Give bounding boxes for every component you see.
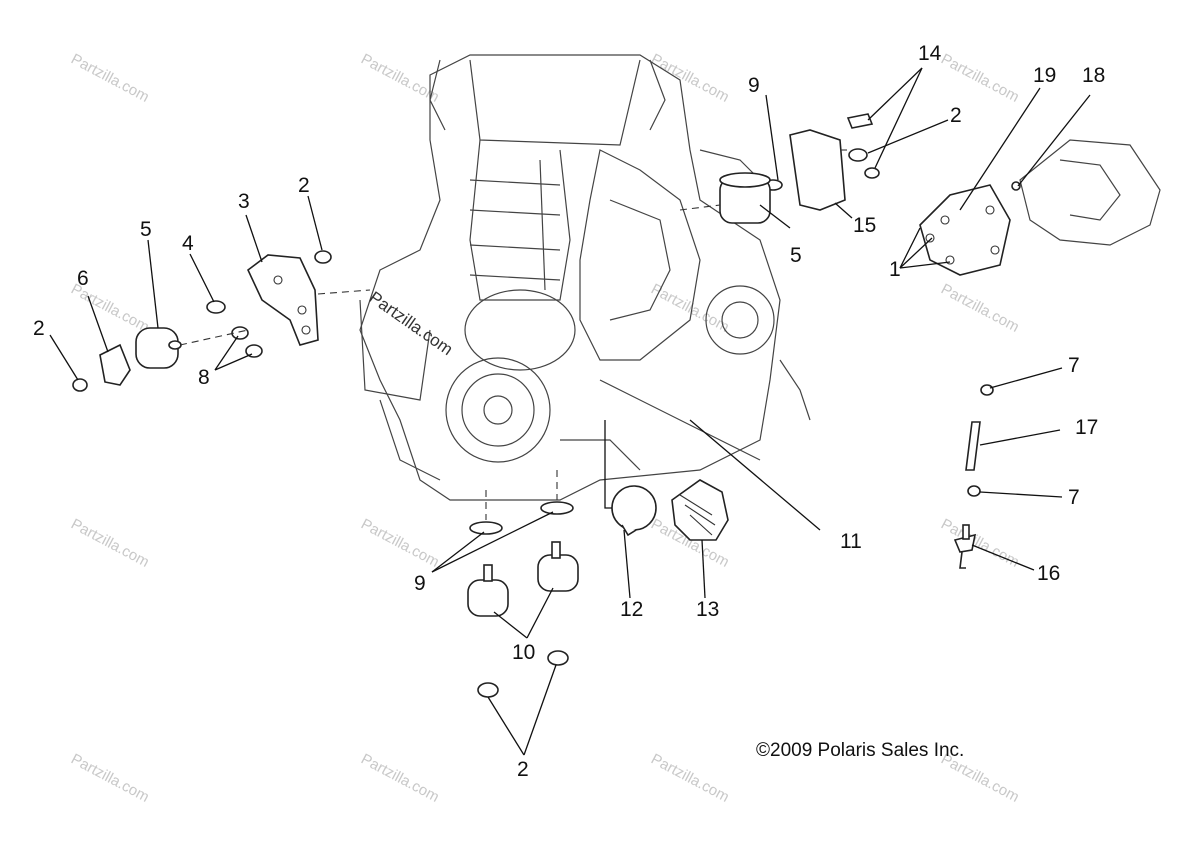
watermark-center: Partzilla.com <box>366 288 457 359</box>
callout-18: 18 <box>1082 64 1105 87</box>
callout-7-top: 7 <box>1068 354 1080 377</box>
callout-4: 4 <box>182 232 194 255</box>
callout-15: 15 <box>853 214 876 237</box>
bottom-mount-assembly <box>467 470 579 698</box>
watermark: Partzilla.com <box>938 51 1022 106</box>
washer-4 <box>206 300 226 314</box>
callout-7-bottom: 7 <box>1068 486 1080 509</box>
right-bracket-assembly <box>679 113 880 224</box>
nut-2-left <box>72 378 88 392</box>
engine-block: Partzilla.com <box>359 54 811 501</box>
intake-boot-assembly <box>611 479 729 541</box>
watermark: Partzilla.com <box>358 751 442 806</box>
bolt-8-b <box>245 344 263 358</box>
bolt-8-a <box>231 326 249 340</box>
callout-2-left-top: 2 <box>298 174 310 197</box>
watermark: Partzilla.com <box>938 516 1022 571</box>
callout-14: 14 <box>918 42 942 65</box>
watermark: Partzilla.com <box>68 51 152 106</box>
callout-1: 1 <box>889 258 901 281</box>
callout-10: 10 <box>512 641 535 664</box>
callout-2-left: 2 <box>33 317 45 340</box>
left-bracket-assembly <box>72 250 371 392</box>
watermark: Partzilla.com <box>648 51 732 106</box>
mount-plate-19 <box>919 184 1011 276</box>
watermark: Partzilla.com <box>68 751 152 806</box>
watermark: Partzilla.com <box>358 51 442 106</box>
callout-11: 11 <box>840 530 862 553</box>
nut-2-top <box>314 250 332 264</box>
callout-2-top-right: 2 <box>950 104 962 127</box>
callout-3: 3 <box>238 190 250 213</box>
callout-labels: 14 2 9 19 18 15 5 1 2 3 5 4 6 2 8 7 17 7… <box>33 42 1105 781</box>
transmission-housing <box>1019 139 1161 246</box>
callout-5-left: 5 <box>140 218 152 241</box>
callout-12: 12 <box>620 598 643 621</box>
callout-19: 19 <box>1033 64 1056 87</box>
callout-16: 16 <box>1037 562 1060 585</box>
callout-9-bottom: 9 <box>414 572 426 595</box>
callout-17: 17 <box>1075 416 1098 439</box>
right-small-parts <box>953 384 994 569</box>
callout-6: 6 <box>77 267 89 290</box>
callout-8: 8 <box>198 366 210 389</box>
watermark-layer: Partzilla.com Partzilla.com Partzilla.co… <box>68 51 1022 806</box>
callout-13: 13 <box>696 598 719 621</box>
copyright-notice: ©2009 Polaris Sales Inc. <box>756 740 964 761</box>
bolt-18 <box>1011 181 1021 191</box>
callout-5-right: 5 <box>790 244 802 267</box>
watermark: Partzilla.com <box>358 516 442 571</box>
callout-9-top: 9 <box>748 74 760 97</box>
leader-lines <box>49 67 1091 756</box>
callout-2-bottom: 2 <box>517 758 529 781</box>
watermark: Partzilla.com <box>938 281 1022 336</box>
watermark: Partzilla.com <box>648 751 732 806</box>
watermark: Partzilla.com <box>68 516 152 571</box>
spacer-6 <box>99 343 131 386</box>
